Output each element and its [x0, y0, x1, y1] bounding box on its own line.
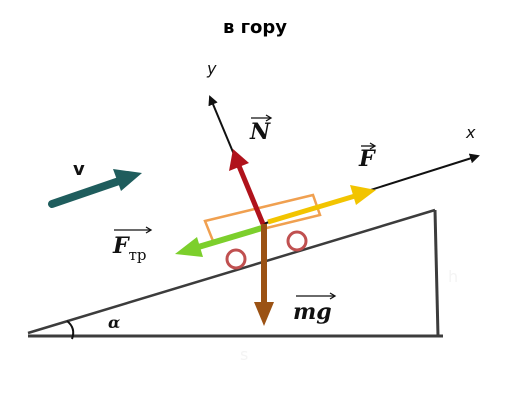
normal-force-label: N — [249, 119, 271, 145]
normal-force-label-group: N — [249, 114, 273, 145]
cart-wheel-left — [225, 248, 247, 270]
height-label: h — [448, 267, 458, 286]
velocity-arrow — [48, 169, 142, 208]
x-axis-label: x — [465, 123, 476, 142]
friction-force-head — [175, 237, 203, 257]
pull-force-arrow — [267, 185, 376, 225]
normal-force-arrow — [229, 149, 266, 225]
friction-force-shaft — [194, 225, 263, 251]
normal-force-shaft — [236, 165, 266, 225]
normal-vector-tip — [265, 114, 273, 122]
pull-force-label-group: F — [358, 142, 377, 172]
gravity-force-label-group: mg — [293, 292, 337, 325]
cart-wheel-right — [286, 230, 308, 252]
base-label: s — [240, 345, 248, 364]
gravity-force-label: mg — [293, 299, 332, 325]
y-axis-label: y — [206, 59, 217, 78]
velocity-arrow-shaft — [48, 176, 126, 208]
pull-force-label: F — [358, 146, 376, 172]
normal-force-head — [229, 149, 249, 171]
velocity-arrow-head — [113, 169, 142, 191]
friction-force-subscript: тр — [129, 246, 147, 264]
angle-label: α — [108, 313, 120, 332]
incline-height — [433, 209, 440, 337]
cart-body — [203, 193, 322, 243]
friction-force-symbol: F — [112, 233, 130, 259]
diagram-title: в гору — [223, 17, 287, 38]
incline — [27, 208, 443, 340]
pull-force-head — [350, 185, 376, 205]
incline-slope — [27, 208, 436, 335]
friction-force-label-group: Fтр — [112, 226, 153, 264]
angle-arc — [66, 320, 75, 340]
cart — [203, 193, 322, 270]
gravity-force-arrow — [254, 224, 274, 326]
gravity-force-head — [254, 302, 274, 326]
friction-vector-tip — [145, 226, 153, 234]
friction-force-label: Fтр — [112, 233, 147, 264]
pull-vector-tip — [369, 142, 377, 150]
friction-force-arrow — [175, 225, 263, 257]
velocity-label: v — [73, 159, 85, 180]
pull-force-shaft — [267, 193, 356, 225]
gravity-vector-tip — [329, 292, 337, 300]
